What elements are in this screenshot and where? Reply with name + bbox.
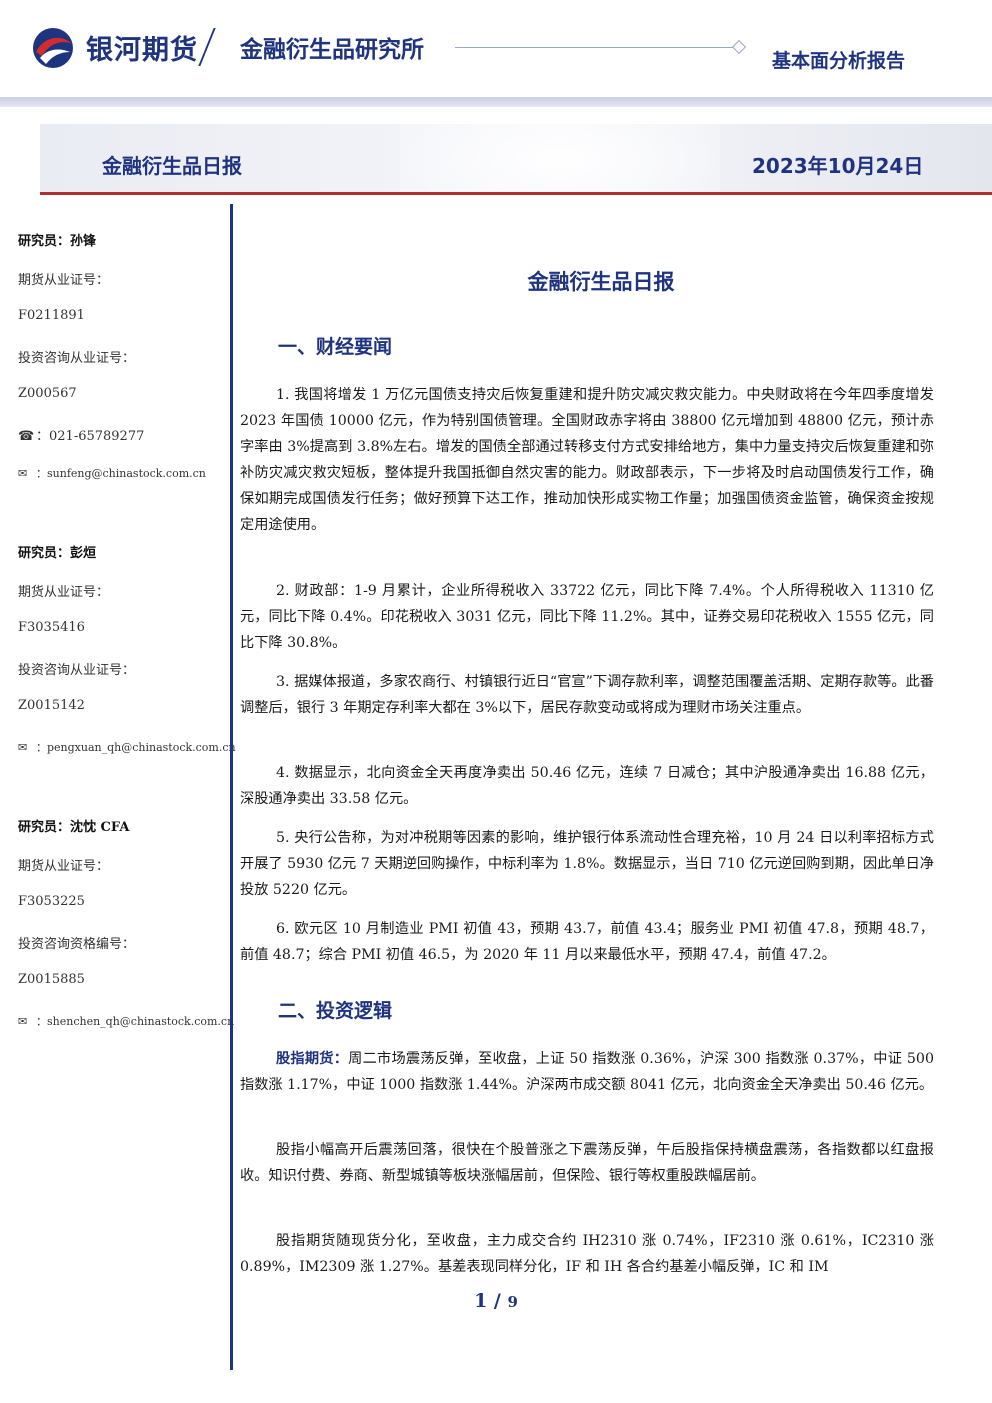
sidebar-label: 期货从业证号： bbox=[18, 585, 110, 600]
title-band bbox=[40, 124, 992, 194]
email-address[interactable]: ：shenchen_qh@chinastock.com.cn bbox=[36, 1015, 235, 1028]
total-pages: 9 bbox=[507, 1293, 518, 1311]
license-number: Z0015142 bbox=[18, 698, 85, 713]
header-rule bbox=[455, 47, 733, 48]
email-line: ✉ ：sunfeng@chinastock.com.cn bbox=[18, 465, 206, 481]
header-divider bbox=[198, 28, 216, 66]
sidebar-label: 期货从业证号： bbox=[18, 273, 110, 288]
galaxy-logo-icon bbox=[33, 28, 73, 68]
phone-line: ☎：021-65789277 bbox=[18, 425, 144, 444]
news-item: 4. 数据显示，北向资金全天再度净卖出 50.46 亿元，连续 7 日减仓；其中… bbox=[240, 765, 934, 807]
document-title: 金融衍生品日报 bbox=[527, 270, 675, 294]
email-line: ✉ ：pengxuan_qh@chinastock.com.cn bbox=[18, 739, 236, 755]
logic-keyword: 股指期货： bbox=[276, 1051, 349, 1067]
sidebar-label: 投资咨询从业证号： bbox=[18, 351, 136, 366]
sidebar-label: 期货从业证号： bbox=[18, 859, 110, 874]
daily-report-label: 金融衍生品日报 bbox=[102, 154, 242, 178]
institute-name: 金融衍生品研究所 bbox=[240, 37, 424, 63]
analyst-name: 研究员：彭烜 bbox=[18, 546, 97, 561]
license-number: F3035416 bbox=[18, 620, 85, 635]
title-band-rule bbox=[40, 192, 992, 195]
email-address[interactable]: ：pengxuan_qh@chinastock.com.cn bbox=[36, 741, 236, 754]
report-header: 银河期货 金融衍生品研究所 基本面分析报告 bbox=[0, 0, 992, 100]
sidebar-label: 投资咨询资格编号： bbox=[18, 937, 136, 952]
sidebar-label: 投资咨询从业证号： bbox=[18, 663, 136, 678]
license-number: Z0015885 bbox=[18, 972, 85, 987]
section-heading-logic: 二、投资逻辑 bbox=[278, 1000, 393, 1022]
email-icon: ✉ bbox=[18, 467, 28, 480]
phone-icon: ☎ bbox=[18, 429, 35, 444]
page-separator: / bbox=[487, 1290, 508, 1312]
email-icon: ✉ bbox=[18, 741, 28, 754]
page-number: 1 / 9 bbox=[0, 1290, 992, 1312]
logic-text: 周二市场震荡反弹，至收盘，上证 50 指数涨 0.36%，沪深 300 指数涨 … bbox=[240, 1051, 934, 1093]
phone-number: ：021-65789277 bbox=[36, 429, 145, 444]
license-number: Z000567 bbox=[18, 386, 77, 401]
news-item: 3. 据媒体报道，多家农商行、村镇银行近日“官宣”下调存款利率，调整范围覆盖活期… bbox=[240, 674, 934, 716]
diamond-icon bbox=[731, 39, 747, 55]
current-page: 1 bbox=[474, 1290, 488, 1312]
email-address[interactable]: ：sunfeng@chinastock.com.cn bbox=[36, 467, 206, 480]
news-item: 1. 我国将增发 1 万亿元国债支持灾后恢复重建和提升防灾减灾救灾能力。中央财政… bbox=[240, 387, 934, 533]
logic-paragraph: 股指小幅高开后震荡回落，很快在个股普涨之下震荡反弹，午后股指保持横盘震荡，各指数… bbox=[240, 1142, 934, 1184]
report-date: 2023年10月24日 bbox=[752, 154, 924, 178]
email-icon: ✉ bbox=[18, 1015, 28, 1028]
logic-paragraph: 股指期货随现货分化，至收盘，主力成交合约 IH2310 涨 0.74%，IF23… bbox=[240, 1233, 934, 1275]
license-number: F0211891 bbox=[18, 308, 85, 323]
news-item: 6. 欧元区 10 月制造业 PMI 初值 43，预期 43.7，前值 43.4… bbox=[240, 921, 934, 963]
analyst-name: 研究员：孙锋 bbox=[18, 234, 97, 249]
header-band bbox=[0, 97, 992, 107]
email-line: ✉ ：shenchen_qh@chinastock.com.cn bbox=[18, 1013, 234, 1029]
news-item: 2. 财政部：1-9 月累计，企业所得税收入 33722 亿元，同比下降 7.4… bbox=[240, 583, 934, 651]
license-number: F3053225 bbox=[18, 894, 85, 909]
section-heading-news: 一、财经要闻 bbox=[278, 336, 393, 358]
brand-name: 银河期货 bbox=[86, 35, 198, 66]
news-item: 5. 央行公告称，为对冲税期等因素的影响，维护银行体系流动性合理充裕，10 月 … bbox=[240, 830, 934, 898]
analyst-name: 研究员：沈忱 CFA bbox=[18, 820, 130, 835]
report-type: 基本面分析报告 bbox=[772, 50, 906, 72]
logic-paragraph: 股指期货：周二市场震荡反弹，至收盘，上证 50 指数涨 0.36%，沪深 300… bbox=[240, 1046, 934, 1098]
sidebar-divider bbox=[230, 204, 233, 1370]
